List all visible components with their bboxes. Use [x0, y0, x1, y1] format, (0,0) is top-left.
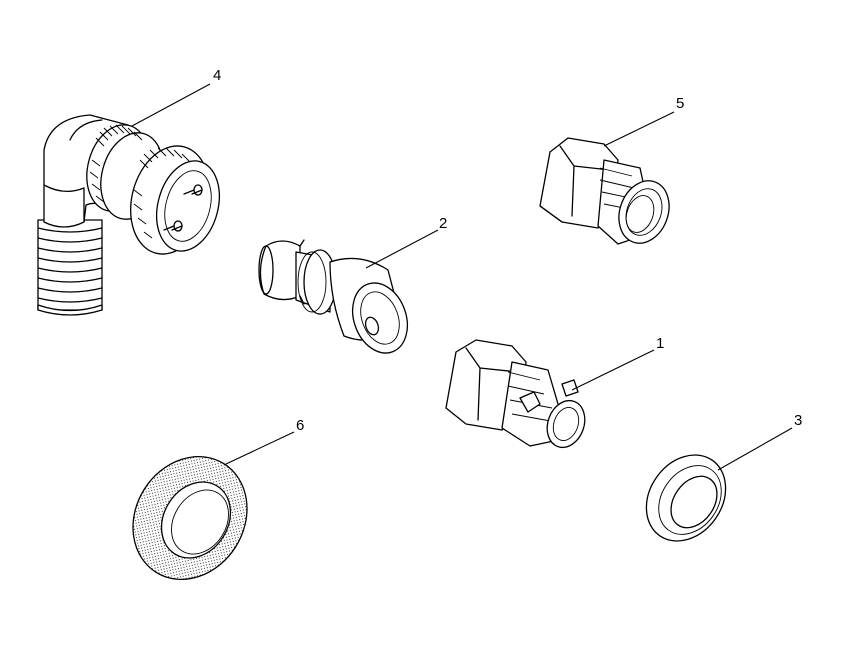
- contact-pins: [163, 184, 203, 232]
- part-3-flat-washer[interactable]: [630, 440, 742, 557]
- plug-front-opening: [351, 282, 409, 354]
- leader-3: [717, 427, 793, 471]
- plug-face: [156, 160, 220, 252]
- fitting-opening: [618, 180, 670, 244]
- part-1-conduit-fitting[interactable]: [445, 339, 591, 453]
- leader-5: [603, 111, 675, 147]
- callout-6: 6: [296, 417, 304, 434]
- callout-4: 4: [213, 67, 221, 84]
- part-2-straight-plug[interactable]: [258, 239, 417, 361]
- leader-1: [571, 349, 655, 391]
- fitting-opening: [546, 399, 586, 449]
- callout-1: 1: [656, 335, 664, 352]
- corrugated-sleeve: [37, 219, 103, 316]
- leader-lines: [131, 83, 793, 471]
- part-4-elbow-connector[interactable]: [37, 114, 229, 316]
- callout-2: 2: [439, 215, 447, 232]
- callout-5: 5: [676, 95, 684, 112]
- part-6-gasket-ring[interactable]: [110, 435, 269, 601]
- plug-rear-body: [259, 240, 301, 301]
- callout-3: 3: [794, 412, 802, 429]
- leader-4: [131, 83, 211, 127]
- leader-2: [365, 229, 439, 269]
- leader-6: [225, 431, 295, 465]
- part-5-conduit-fitting[interactable]: [539, 137, 677, 250]
